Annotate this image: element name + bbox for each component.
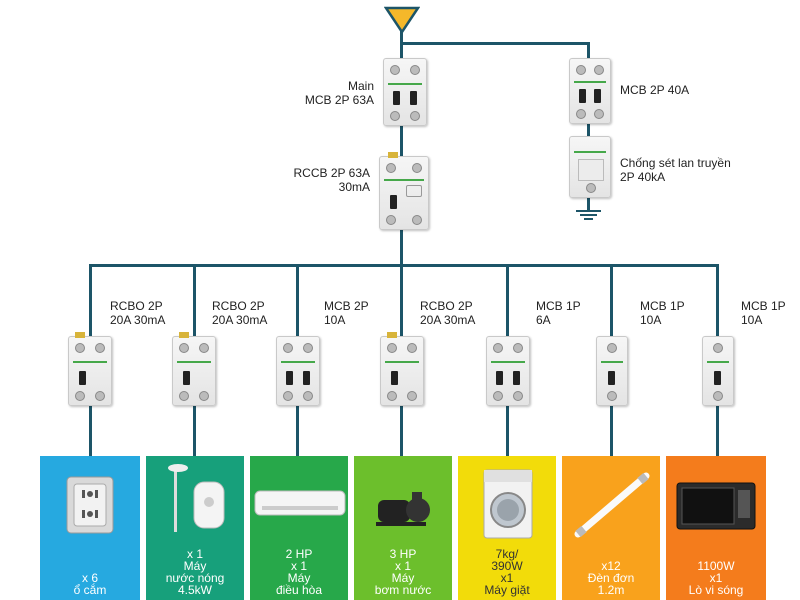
main-feed-wire	[400, 30, 403, 60]
branch-wire-6-bottom	[610, 404, 613, 458]
load-panel-washing-machine: 7kg/ 390W x1 Máy giặt	[458, 456, 556, 600]
surge-drop-wire	[587, 42, 590, 60]
socket-icon	[66, 476, 114, 534]
fluorescent-lamp-icon	[574, 472, 650, 538]
surge-protector	[569, 136, 611, 198]
load-panel-air-conditioner: 2 HP x 1 Máy điều hòa	[250, 456, 348, 600]
branch-wire-1-bottom	[89, 404, 92, 458]
surge-mcb-label: MCB 2P 40A	[620, 83, 690, 97]
branch-2-breaker-label: RCBO 2P 20A 30mA	[212, 299, 268, 327]
load-panel-sockets: x 6 ổ cắm	[40, 456, 140, 600]
branch-wire-4-top	[400, 264, 403, 336]
branch-wire-2-top	[193, 264, 196, 336]
load-lamp-text: x12 Đèn đơn 1.2m	[587, 559, 635, 597]
surge-ground-wire	[587, 196, 590, 210]
top-bus-wire	[400, 42, 590, 45]
branch-3-breaker-label: MCB 2P 10A	[324, 299, 369, 327]
load-washing-machine-text: 7kg/ 390W x1 Máy giặt	[484, 547, 530, 597]
branch-wire-4-bottom	[400, 404, 403, 458]
load-panel-water-heater: x 1 Máy nước nóng 4.5kW	[146, 456, 244, 600]
washing-machine-icon	[483, 469, 533, 539]
branch-6-breaker-label: MCB 1P 10A	[640, 299, 685, 327]
branch-6-breaker	[596, 336, 628, 406]
main-breaker-label: Main MCB 2P 63A	[304, 79, 374, 107]
branch-1-breaker-label: RCBO 2P 20A 30mA	[110, 299, 166, 327]
ground-symbol-2	[580, 214, 597, 216]
load-panel-water-pump: 3 HP x 1 Máy bơm nước	[354, 456, 452, 600]
branch-wire-1-top	[89, 264, 92, 336]
load-water-pump-text: 3 HP x 1 Máy bơm nước	[374, 547, 432, 597]
water-pump-icon	[376, 492, 430, 526]
branch-wire-2-bottom	[193, 404, 196, 458]
surge-mcb-breaker	[569, 58, 611, 124]
distribution-bus-wire	[89, 264, 719, 267]
branch-1-breaker	[68, 332, 112, 406]
load-panel-lamp: x12 Đèn đơn 1.2m	[562, 456, 660, 600]
load-air-conditioner-text: 2 HP x 1 Máy điều hòa	[275, 547, 323, 597]
load-microwave-text: 1100W x1 Lò vi sóng	[688, 559, 744, 597]
ground-symbol-1	[576, 210, 601, 212]
water-heater-icon	[168, 464, 225, 532]
branch-wire-6-top	[610, 264, 613, 336]
load-water-heater-text: x 1 Máy nước nóng 4.5kW	[165, 547, 225, 597]
branch-wire-7-top	[716, 264, 719, 336]
rccb-breaker	[379, 152, 429, 230]
surge-link-wire	[587, 122, 590, 138]
branch-wire-5-bottom	[506, 404, 509, 458]
surge-protector-label: Chống sét lan truyền 2P 40kA	[620, 156, 731, 184]
power-source-icon	[384, 6, 420, 34]
branch-3-breaker	[276, 336, 320, 406]
load-sockets-text: x 6 ổ cắm	[73, 571, 107, 597]
branch-wire-5-top	[506, 264, 509, 336]
ground-symbol-3	[584, 218, 593, 220]
rccb-label: RCCB 2P 63A 30mA	[293, 166, 370, 194]
main-rccb-wire	[400, 124, 403, 158]
branch-7-breaker	[702, 336, 734, 406]
branch-4-breaker-label: RCBO 2P 20A 30mA	[420, 299, 476, 327]
branch-5-breaker-label: MCB 1P 6A	[536, 299, 581, 327]
branch-4-breaker	[380, 332, 424, 406]
branch-wire-3-bottom	[296, 404, 299, 458]
microwave-icon	[676, 482, 756, 530]
branch-5-breaker	[486, 336, 530, 406]
branch-2-breaker	[172, 332, 216, 406]
rccb-bus-wire	[400, 226, 403, 266]
air-conditioner-icon	[254, 490, 346, 516]
branch-7-breaker-label: MCB 1P 10A	[741, 299, 786, 327]
main-breaker	[383, 58, 427, 126]
load-panel-microwave: 1100W x1 Lò vi sóng	[666, 456, 766, 600]
branch-wire-3-top	[296, 264, 299, 336]
branch-wire-7-bottom	[716, 404, 719, 458]
